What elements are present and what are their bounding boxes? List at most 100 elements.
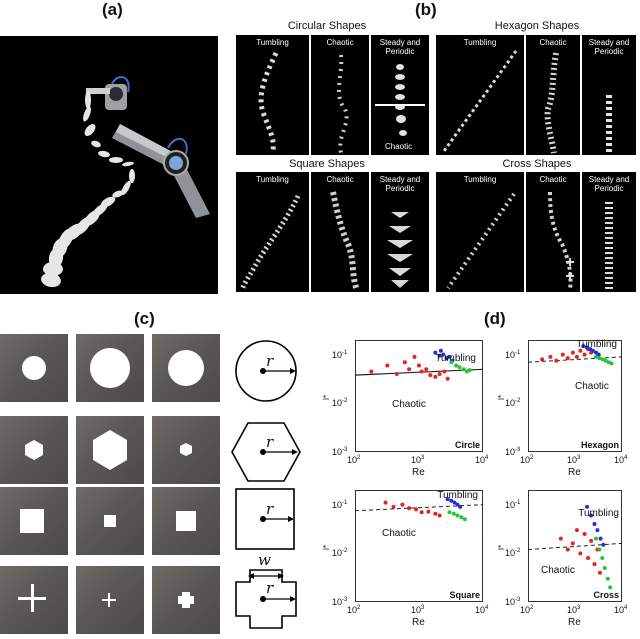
steady-label-line2: Periodic [385,184,415,193]
fit-line [528,356,622,363]
photo-hexagon-large [76,416,144,484]
data-point-blue [590,348,595,353]
circular-tumbling-trace [258,51,279,154]
x-tick-label: 102 [347,455,361,465]
data-point-red [582,531,587,536]
data-point-red [442,369,447,374]
annotation-chaotic: Chaotic [392,399,426,410]
square-tumbling-trace [239,194,301,291]
data-point-red [565,356,570,361]
data-point-red [383,500,388,505]
data-point-red [433,511,438,516]
x-tick-label: 103 [567,605,581,615]
data-point-red [407,367,412,372]
data-point-red [424,367,429,372]
data-point-red [445,376,450,381]
data-point-blue [441,352,446,357]
data-point-red [385,363,390,368]
data-point-red [554,358,559,363]
data-point-red [574,354,579,359]
cross-tumbling-column: Tumbling [436,172,524,292]
data-point-red [570,350,575,355]
data-point-red [419,510,424,515]
square-tumbling-column: Tumbling [236,172,309,292]
data-point-green [609,361,614,366]
fit-line [528,542,622,550]
cross-chaotic-column: Chaotic [526,172,580,292]
y-tick-label: 10-3 [505,597,521,607]
column-label-chaotic: Chaotic [326,175,354,184]
data-point-red [412,354,417,359]
plot-title: Cross [593,590,619,600]
x-tick-label: 102 [520,455,534,465]
y-tick-label: 10-1 [505,499,521,510]
photo-circle-medium [152,334,220,402]
steady-label-line2: Periodic [594,184,624,193]
data-point-green [602,565,607,570]
x-tick-label: 103 [411,455,425,465]
x-tick-label: 103 [411,605,425,615]
data-point-red [574,528,579,533]
y-tick-label: 10-2 [332,548,348,559]
data-point-red [414,507,419,512]
annotation-chaotic: Chaotic [575,381,609,392]
photo-square-large [0,487,68,555]
data-point-green [455,513,460,518]
square-steady-trace [387,212,413,288]
x-tick-label: 103 [567,455,581,465]
photo-circle-large [76,334,144,402]
data-point-green [594,536,599,541]
panel-label-d: (d) [484,309,506,328]
steady-label-line1: Steady and [588,175,630,184]
hexagon-steady-trace [606,95,612,153]
photo-cross-thick [152,566,220,634]
data-point-blue [449,498,454,503]
data-point-red [589,538,594,543]
data-point-blue [447,354,452,359]
plot-area [355,348,483,381]
circular-chaotic-trace [336,54,349,154]
data-point-red [597,570,602,575]
photo-cross-large [0,566,68,634]
x-tick-label: 104 [475,605,489,615]
y-axis-label: I* [322,394,332,401]
steady-label-line2: Periodic [385,47,415,56]
column-label-tumbling: Tumbling [256,38,289,47]
data-point-red [565,547,570,552]
column-label-chaotic: Chaotic [326,38,354,47]
data-point-blue [433,350,438,355]
data-point-green [462,517,467,522]
hexagon-chaotic-trace [544,52,559,154]
data-point-red [433,374,438,379]
section-title-square: Square Shapes [289,158,365,170]
data-point-red [560,352,565,357]
y-tick-label: 10-1 [332,349,348,360]
circular-tumbling-column: Tumbling [236,35,309,155]
data-point-green [600,556,605,561]
data-point-blue [437,353,442,358]
photo-hexagon-tiny [152,416,220,484]
steady-label-line2: Periodic [594,47,624,56]
annotation-tumbling: Tumbling [437,490,478,501]
y-tick-label: 10-1 [332,499,348,510]
y-axis-label: I* [497,544,507,551]
photo-square-small [76,487,144,555]
robot-arm-photo [0,36,218,294]
section-title-hexagon: Hexagon Shapes [494,20,580,32]
steady-label-line1: Steady and [379,38,421,47]
x-axis-label: Re [412,617,425,628]
data-point-red [578,551,583,556]
data-point-blue [594,350,599,355]
data-point-blue [584,345,589,350]
data-point-red [558,536,563,541]
data-point-blue [592,522,597,527]
photo-square-medium [152,487,220,555]
x-axis-label: Re [412,467,425,478]
data-point-green [454,363,459,368]
data-point-red [426,509,431,514]
data-point-green [457,365,462,370]
